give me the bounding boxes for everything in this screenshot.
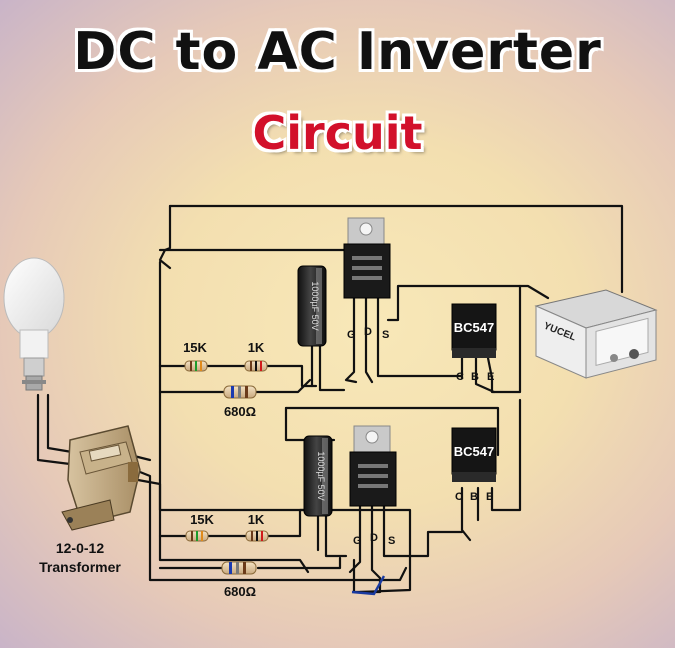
bulb-icon — [3, 257, 65, 391]
wires — [36, 204, 624, 594]
lower-mosfet-pin-s: S — [388, 535, 395, 547]
transformer-label-line2: Transformer — [39, 559, 121, 575]
upper-transistor-label: BC547 — [454, 320, 494, 335]
lower-capacitor-text: 1000µF 50V — [316, 451, 326, 500]
jumper-wire — [351, 575, 386, 596]
upper-r3-label: 680Ω — [224, 404, 256, 419]
transformer-icon — [61, 425, 141, 531]
lower-r2-label: 1K — [248, 512, 265, 527]
lower-mosfet-pin-d: D — [370, 532, 378, 544]
resistor-icon — [223, 385, 257, 399]
capacitor-icon: 1000µF 50V — [297, 265, 327, 347]
mosfet-icon — [349, 425, 397, 507]
lower-bjt-pin-e: E — [486, 491, 493, 503]
lower-mosfet-pin-g: G — [353, 535, 362, 547]
transformer-label-line1: 12-0-12 — [56, 540, 104, 556]
resistor-icon — [245, 530, 269, 542]
upper-r1-label: 15K — [183, 340, 207, 355]
resistor-icon — [244, 360, 268, 372]
upper-r2-label: 1K — [248, 340, 265, 355]
upper-mosfet-pin-s: S — [382, 329, 389, 341]
lower-bjt-pin-c: C — [455, 491, 463, 503]
page-subtitle: Circuit — [252, 106, 423, 160]
resistor-icon — [221, 561, 257, 575]
upper-mosfet-pin-g: G — [347, 329, 356, 341]
upper-bjt-pin-b: B — [471, 371, 479, 383]
battery-icon — [534, 289, 658, 379]
upper-mosfet-pin-d: D — [364, 326, 372, 338]
upper-capacitor-text: 1000µF 50V — [310, 281, 320, 330]
mosfet-icon — [343, 217, 391, 299]
lower-bjt-pin-b: B — [470, 491, 478, 503]
lower-r1-label: 15K — [190, 512, 214, 527]
page-title: DC to AC Inverter — [73, 22, 602, 82]
resistor-icon — [184, 360, 208, 372]
capacitor-icon: 1000µF 50V — [303, 435, 333, 517]
transistor-icon — [451, 303, 497, 358]
upper-bjt-pin-c: C — [456, 371, 464, 383]
lower-transistor-label: BC547 — [454, 444, 494, 459]
upper-bjt-pin-e: E — [487, 371, 494, 383]
resistor-icon — [185, 530, 209, 542]
lower-r3-label: 680Ω — [224, 584, 256, 599]
transistor-icon — [451, 427, 497, 482]
